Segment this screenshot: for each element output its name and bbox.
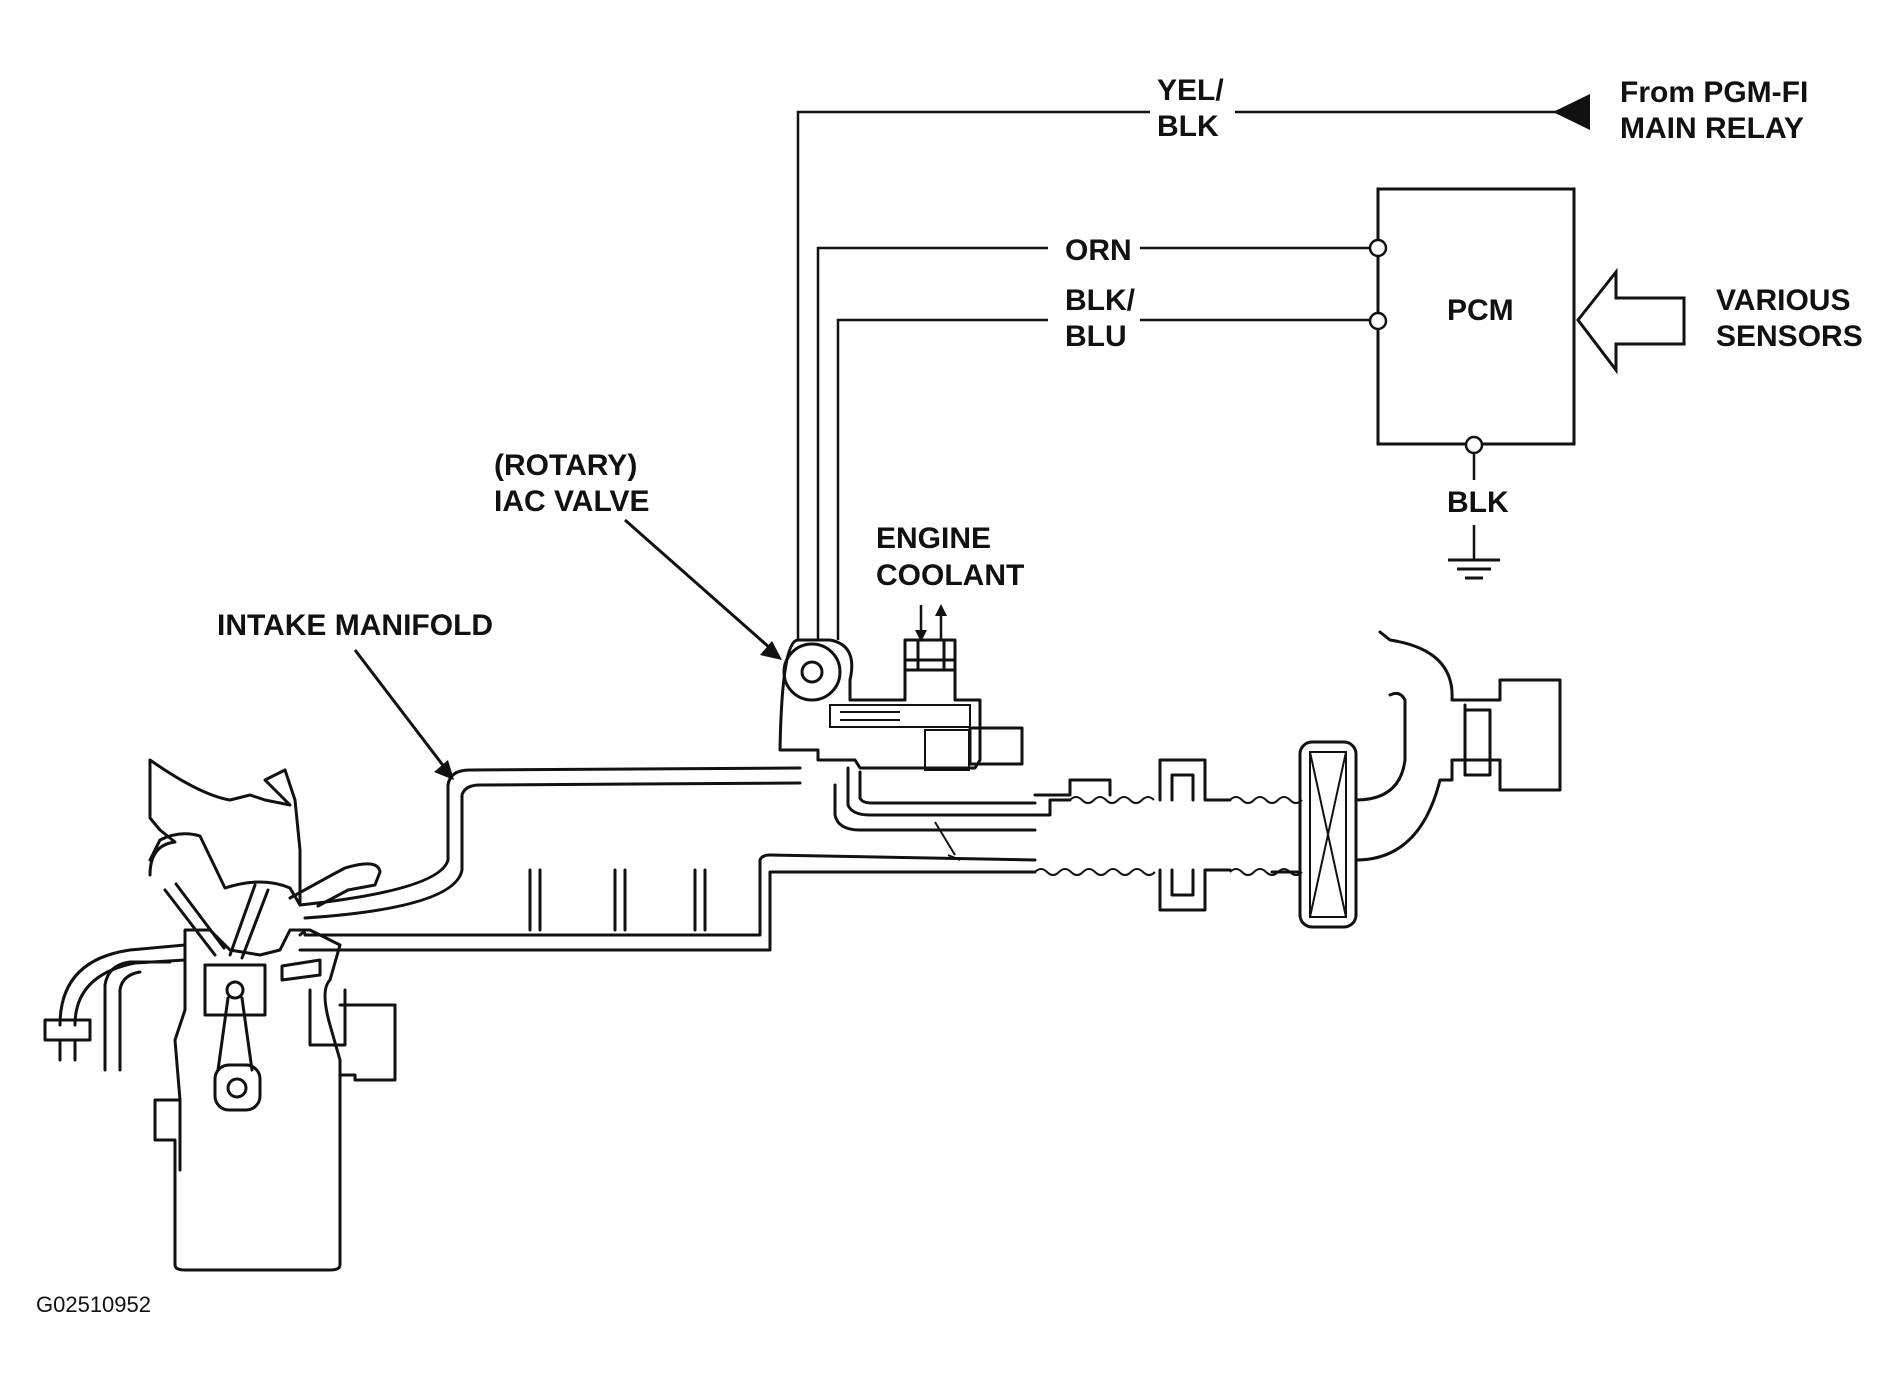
labels: YEL/ BLK From PGM-FI MAIN RELAY ORN BLK/… bbox=[36, 74, 1863, 1317]
iac-valve-label: (ROTARY) bbox=[494, 449, 637, 482]
blk-blu-label-2: BLU bbox=[1065, 320, 1127, 353]
pcm-terminal-blk-blu bbox=[1368, 311, 1388, 331]
pcm-module bbox=[1368, 187, 1686, 580]
yel-blk-label-2: BLK bbox=[1157, 110, 1219, 143]
intake-manifold-label: INTAKE MANIFOLD bbox=[217, 609, 493, 642]
engine-coolant-label-2: COOLANT bbox=[876, 559, 1024, 592]
ground-symbol-icon bbox=[1448, 558, 1500, 580]
engine-coolant-label: ENGINE bbox=[876, 522, 991, 555]
from-relay-label-2: MAIN RELAY bbox=[1620, 112, 1804, 145]
intake-manifold-leader bbox=[353, 649, 447, 769]
sensors-input-arrow-icon bbox=[1576, 267, 1686, 375]
various-sensors-label-2: SENSORS bbox=[1716, 320, 1863, 353]
figure-code-label: G02510952 bbox=[36, 1292, 151, 1317]
pcm-label: PCM bbox=[1447, 294, 1514, 327]
engine-block bbox=[43, 758, 397, 1272]
pcm-terminal-orn bbox=[1368, 238, 1388, 258]
iac-valve-assembly bbox=[778, 638, 1024, 771]
from-relay-label: From PGM-FI bbox=[1620, 76, 1808, 109]
leader-arrows bbox=[353, 518, 947, 780]
wire-yel-blk bbox=[796, 110, 1580, 640]
intake-manifold bbox=[298, 630, 1562, 952]
pcm-terminal-ground bbox=[1464, 435, 1484, 455]
pcm-ground-label: BLK bbox=[1447, 486, 1509, 519]
intake-manifold-leader-head bbox=[434, 760, 454, 780]
iac-rotary-valve-icon bbox=[782, 642, 842, 702]
main-relay-arrow bbox=[1553, 94, 1590, 130]
iac-valve-label-2: IAC VALVE bbox=[494, 485, 650, 518]
various-sensors-label: VARIOUS bbox=[1716, 284, 1850, 317]
wire-orn bbox=[816, 246, 1370, 640]
coolant-in-arrow-icon bbox=[915, 630, 927, 642]
piston bbox=[203, 963, 267, 1017]
orn-label: ORN bbox=[1065, 234, 1132, 267]
blk-blu-label: BLK/ bbox=[1065, 284, 1136, 317]
iac-valve-leader-head bbox=[760, 641, 782, 660]
air-filter-housing bbox=[1298, 740, 1358, 929]
coolant-out-arrow-icon bbox=[935, 604, 947, 616]
yel-blk-label: YEL/ bbox=[1157, 74, 1224, 107]
wire-blk-blu bbox=[836, 318, 1370, 640]
wiring bbox=[796, 94, 1590, 640]
iac-valve-leader bbox=[624, 518, 771, 650]
